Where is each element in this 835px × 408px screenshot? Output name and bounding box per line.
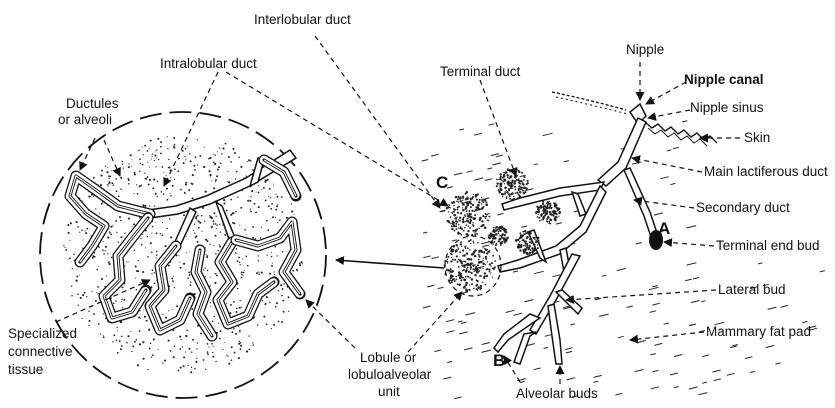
lower-branch-2 — [548, 304, 562, 364]
lower-branch-4 — [514, 332, 536, 364]
label-terminal-end-bud: Terminal end bud — [716, 238, 820, 253]
label-specialized-line3: tissue — [8, 362, 43, 377]
secondary-duct-branch — [624, 168, 658, 240]
magnify-arrow — [336, 260, 444, 268]
leader-lateral-bud — [566, 290, 716, 300]
leader-nipple-sinus — [648, 110, 690, 118]
label-interlobular-duct: Interlobular duct — [254, 12, 351, 27]
label-nipple: Nipple — [626, 42, 664, 57]
label-main-lactiferous-duct: Main lactiferous duct — [704, 164, 828, 179]
lobule-clusters — [444, 168, 561, 292]
label-alveolar-buds: Alveolar buds — [516, 386, 598, 401]
label-specialized-line1: Specialized — [8, 326, 77, 341]
magnified-lobule — [40, 112, 326, 398]
label-lateral-bud: Lateral bud — [718, 282, 786, 297]
leader-interlobular-duct — [315, 36, 440, 208]
leader-terminal-duct — [480, 80, 516, 176]
label-intralobular-duct: Intralobular duct — [160, 56, 257, 71]
leader-lobule-2 — [306, 300, 355, 348]
marker-b: B — [493, 351, 505, 370]
label-ductules-line2: or alveoli — [58, 112, 112, 127]
ductal-tree — [494, 104, 663, 364]
leader-terminal-end-bud — [664, 242, 714, 246]
label-nipple-sinus: Nipple sinus — [690, 100, 764, 115]
leader-main-lactiferous-duct — [632, 158, 702, 172]
upper-branch-duct — [502, 182, 604, 210]
lower-branch-5 — [556, 290, 582, 314]
label-terminal-duct: Terminal duct — [440, 64, 521, 79]
label-lobule-line1: Lobule or — [360, 350, 417, 365]
marker-c: C — [436, 173, 448, 192]
label-nipple-canal: Nipple canal — [684, 72, 764, 87]
leader-nipple-canal — [646, 82, 686, 104]
label-specialized-line2: connective — [8, 344, 73, 359]
label-lobule-line2: lobuloalveolar — [348, 367, 432, 382]
label-secondary-duct: Secondary duct — [696, 200, 790, 215]
label-mammary-fat-pad: Mammary fat pad — [706, 324, 811, 339]
marker-a: A — [658, 219, 670, 238]
label-skin: Skin — [744, 130, 770, 145]
leader-mammary-fat-pad — [630, 332, 704, 340]
leader-lobule — [408, 292, 462, 352]
label-lobule-line3: unit — [378, 384, 400, 399]
main-lactiferous-duct — [598, 118, 646, 186]
label-ductules-line1: Ductules — [66, 96, 119, 111]
